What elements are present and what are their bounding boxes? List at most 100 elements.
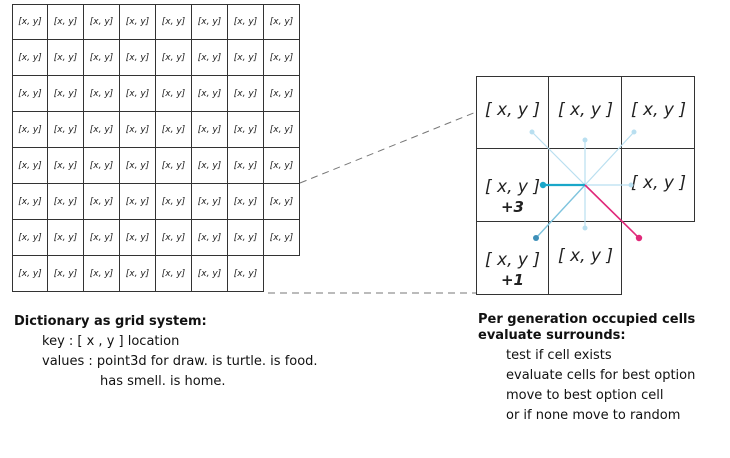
step-3: move to best option cell [506, 388, 664, 403]
grid-cell: [x, y] [120, 220, 156, 256]
right-description: Per generation occupied cells evaluate s… [478, 310, 695, 426]
zoom-cell-coord: [ x, y ] [484, 250, 540, 270]
grid-cell: [x, y] [120, 4, 156, 40]
zoom-cell-coord: [ x, y ] [630, 100, 686, 120]
grid-cell: [x, y] [264, 148, 300, 184]
grid-cell: [x, y] [264, 40, 300, 76]
dot-target [635, 234, 643, 242]
grid-cell: [x, y] [228, 220, 264, 256]
ray-down-right-target [584, 184, 640, 239]
grid-cell: [x, y] [120, 184, 156, 220]
grid-cell: [x, y] [156, 112, 192, 148]
grid-cell: [x, y] [48, 184, 84, 220]
grid-cell: [x, y] [84, 76, 120, 112]
grid-cell: [x, y] [48, 220, 84, 256]
grid-cell: [x, y] [192, 112, 228, 148]
grid-cell: [x, y] [156, 4, 192, 40]
grid-cell: [x, y] [156, 184, 192, 220]
grid-cell: [x, y] [12, 112, 48, 148]
dot-up [582, 137, 588, 143]
grid-cell: [x, y] [48, 76, 84, 112]
grid-cell: [x, y] [12, 76, 48, 112]
grid-cell: [x, y] [264, 220, 300, 256]
left-heading: Dictionary as grid system: [14, 314, 207, 329]
grid-cell: [x, y] [12, 148, 48, 184]
zoom-cell-score: +3 [500, 198, 524, 216]
step-2: evaluate cells for best option [506, 368, 696, 383]
dot-right [628, 182, 634, 188]
zoom-grid: [ x, y ][ x, y ][ x, y ][ x, y ]+3[ x, y… [476, 76, 695, 295]
step-1: test if cell exists [506, 348, 612, 363]
grid-cell: [x, y] [156, 40, 192, 76]
grid-cell: [x, y] [192, 220, 228, 256]
zoom-cell-coord: [ x, y ] [630, 173, 686, 193]
grid-cell: [x, y] [228, 256, 264, 292]
zoom-cell-score: +1 [500, 271, 524, 289]
key-line: key : [ x , y ] location [42, 334, 180, 349]
grid-cell: [x, y] [156, 76, 192, 112]
grid-cell: [x, y] [264, 112, 300, 148]
zoom-cell-coord: [ x, y ] [557, 246, 613, 266]
grid-cell: [x, y] [192, 76, 228, 112]
dot-down [582, 225, 588, 231]
zoom-cell-coord: [ x, y ] [484, 177, 540, 197]
zoom-cell-label: [ x, y ]+1 [476, 250, 549, 290]
zoom-cell-label: [ x, y ] [549, 100, 622, 120]
zoom-cell-coord: [ x, y ] [557, 100, 613, 120]
zoom-cell-label: [ x, y ]+3 [476, 177, 549, 217]
grid-cell: [x, y] [228, 76, 264, 112]
grid-cell: [x, y] [156, 220, 192, 256]
zoom-cell-label: [ x, y ] [549, 246, 622, 266]
grid-cell: [x, y] [228, 4, 264, 40]
grid-cell: [x, y] [156, 256, 192, 292]
grid-cell: [x, y] [192, 256, 228, 292]
dot-left-best [539, 181, 547, 189]
grid-cell: [x, y] [12, 40, 48, 76]
values-continued: has smell. is home. [100, 374, 226, 389]
grid-cell: [x, y] [84, 40, 120, 76]
right-heading-1: Per generation occupied cells [478, 312, 696, 327]
connector-line-top [299, 111, 477, 184]
grid-cell: [x, y] [228, 148, 264, 184]
grid-cell: [x, y] [84, 148, 120, 184]
grid-cell: [x, y] [192, 148, 228, 184]
zoom-cell [476, 222, 549, 295]
zoom-cell-coord: [ x, y ] [484, 100, 540, 120]
dot-up-right [631, 129, 637, 135]
grid-cell: [x, y] [264, 184, 300, 220]
grid-cell: [x, y] [120, 112, 156, 148]
grid-cell: [x, y] [48, 148, 84, 184]
grid-cell: [x, y] [84, 220, 120, 256]
dot-down-left [533, 235, 539, 241]
zoom-cell-label: [ x, y ] [622, 100, 695, 120]
zoom-cell [476, 76, 549, 149]
grid-cell: [x, y] [12, 220, 48, 256]
ray-down-left [535, 184, 586, 239]
grid-cell: [x, y] [120, 40, 156, 76]
grid-cell: [x, y] [192, 40, 228, 76]
grid-cell: [x, y] [84, 112, 120, 148]
grid-cell: [x, y] [48, 40, 84, 76]
right-heading-2: evaluate surrounds: [478, 328, 626, 343]
direction-rays [529, 129, 643, 242]
zoom-cell-label: [ x, y ] [476, 100, 549, 120]
zoom-cell [622, 149, 695, 222]
values-line: values : point3d for draw. is turtle. is… [42, 354, 318, 369]
grid-cell: [x, y] [84, 184, 120, 220]
zoom-cell [549, 222, 622, 295]
main-grid: [x, y][x, y][x, y][x, y][x, y][x, y][x, … [12, 4, 300, 292]
grid-cell: [x, y] [12, 256, 48, 292]
grid-cell: [x, y] [228, 40, 264, 76]
grid-cell: [x, y] [264, 76, 300, 112]
grid-cell: [x, y] [84, 256, 120, 292]
grid-cell: [x, y] [156, 148, 192, 184]
grid-cell: [x, y] [48, 256, 84, 292]
ray-up-right [584, 131, 635, 186]
grid-cell: [x, y] [12, 184, 48, 220]
grid-cell: [x, y] [264, 4, 300, 40]
grid-cell: [x, y] [48, 4, 84, 40]
grid-cell: [x, y] [48, 112, 84, 148]
zoom-cell [622, 76, 695, 149]
zoom-cell-label: [ x, y ] [622, 173, 695, 193]
step-4: or if none move to random [506, 408, 681, 423]
